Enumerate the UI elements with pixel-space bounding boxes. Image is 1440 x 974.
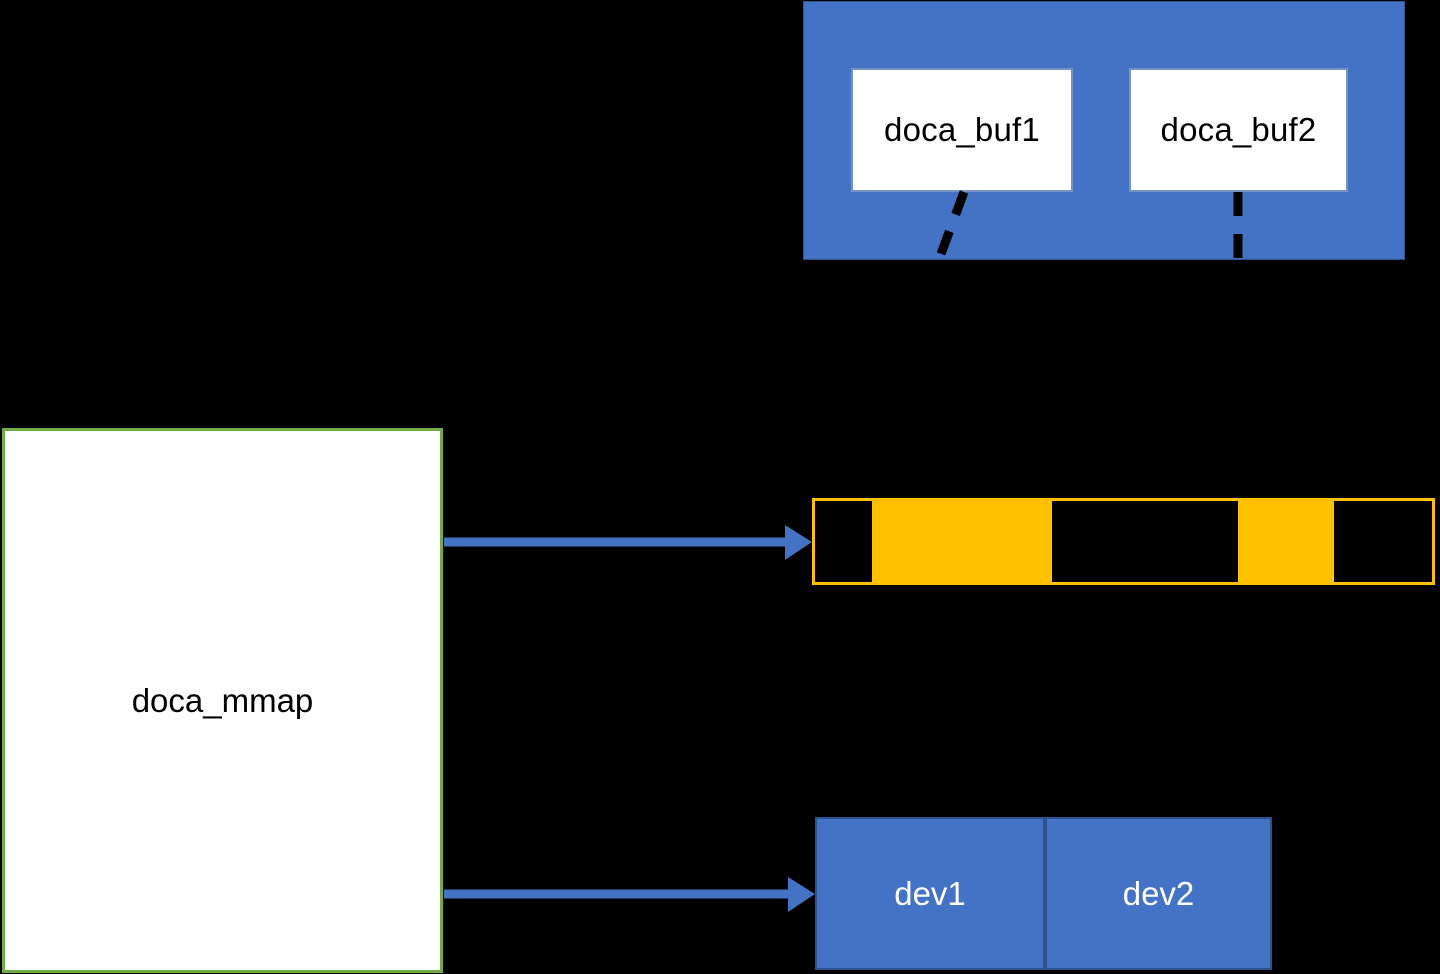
device-label-dev1: dev1 (894, 874, 966, 912)
doca-mmap-box[interactable]: doca_mmap (2, 428, 443, 973)
mmap-to-memory-arrow (444, 525, 812, 560)
memory-segment-3 (1052, 501, 1238, 582)
doca-buf1-label: doca_buf1 (884, 111, 1040, 148)
doca-buf2-label: doca_buf2 (1160, 111, 1317, 148)
doca-mmap-label: doca_mmap (131, 681, 314, 719)
device-box-dev1[interactable]: dev1 (815, 817, 1045, 970)
device-row: dev1 dev2 (815, 817, 1272, 970)
memory-region-bar[interactable] (812, 498, 1435, 585)
memory-segment-2 (872, 501, 1052, 582)
device-box-dev2[interactable]: dev2 (1045, 817, 1272, 970)
memory-segment-1 (815, 501, 872, 582)
device-label-dev2: dev2 (1122, 874, 1195, 912)
memory-segment-4 (1238, 501, 1334, 582)
memory-segment-5 (1334, 501, 1432, 582)
doca-buf2-box[interactable]: doca_buf2 (1129, 68, 1348, 192)
mmap-to-devices-arrow (444, 877, 815, 912)
doca-buf1-box[interactable]: doca_buf1 (851, 68, 1073, 192)
